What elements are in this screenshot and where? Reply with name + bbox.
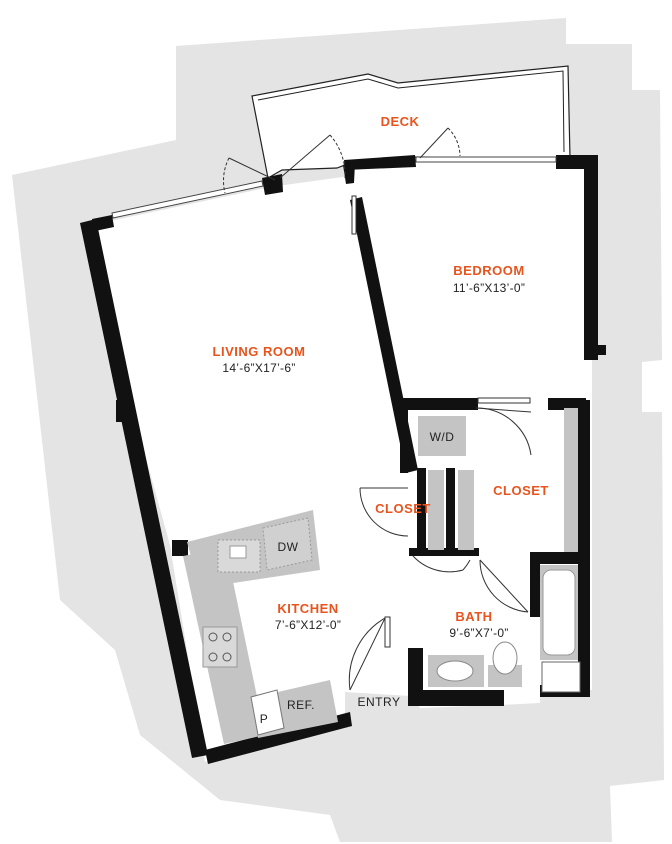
closet-right-label: CLOSET: [493, 483, 549, 498]
bath-fixtures: [428, 565, 581, 693]
dishwasher-label: DW: [278, 540, 299, 554]
deck-label: DECK: [381, 114, 420, 129]
bedroom-dims: 11’-6”X13’-0”: [453, 281, 525, 295]
bath-dims: 9’-6”X7’-0”: [449, 626, 508, 640]
living-room-label: LIVING ROOM: [213, 344, 306, 359]
doors: [223, 127, 532, 691]
living-room-dims: 14’-6”X17’-6”: [222, 361, 295, 375]
washer-dryer-label: W/D: [430, 430, 455, 444]
washer-dryer: [418, 416, 466, 456]
bath-label: BATH: [455, 609, 492, 624]
bedroom-label: BEDROOM: [453, 263, 524, 278]
kitchen-dims: 7’-6”X12’-0”: [275, 618, 341, 632]
closet-shelves: [428, 408, 578, 552]
deck-inner-rail: [257, 70, 565, 153]
windows: [111, 156, 557, 219]
refrigerator-label: REF.: [287, 698, 315, 712]
pantry-label: P: [260, 712, 269, 726]
closet-left-label: CLOSET: [375, 501, 431, 516]
entry-label: ENTRY: [358, 695, 401, 709]
kitchen-fixtures: [202, 517, 313, 736]
kitchen-label: KITCHEN: [277, 601, 338, 616]
